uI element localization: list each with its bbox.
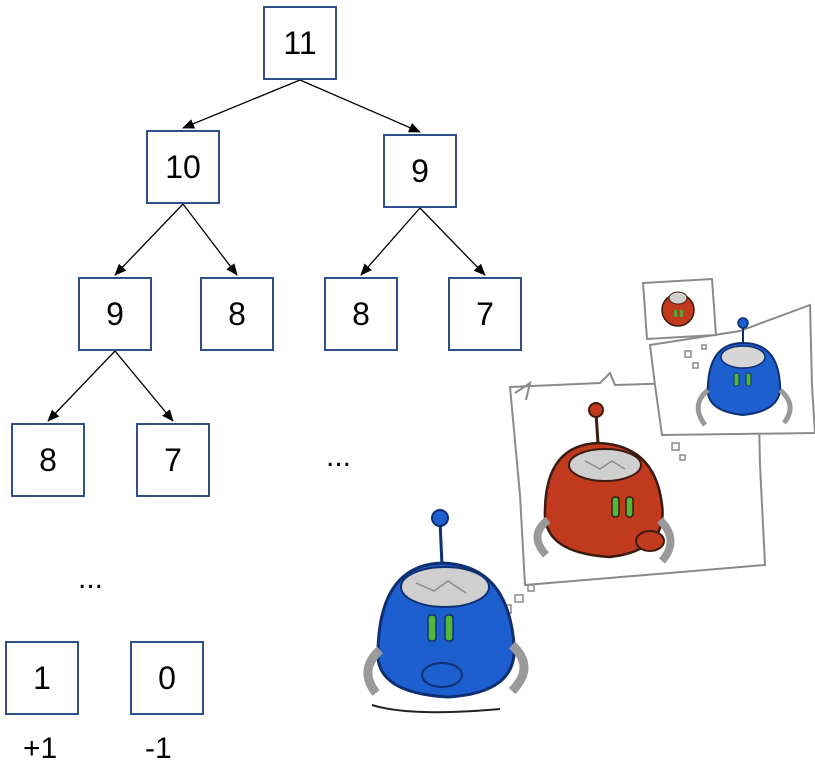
tree-node: 7 (136, 423, 210, 497)
tree-node: 9 (78, 277, 152, 351)
tree-node: 7 (448, 277, 522, 351)
ellipsis-right: ... (326, 440, 352, 473)
utility-plus-one: +1 (23, 732, 58, 765)
tree-edge (182, 203, 238, 276)
tree-edge (360, 207, 421, 276)
tree-edge (182, 79, 301, 129)
robot-blue-medium (695, 317, 793, 427)
tree-edge (47, 350, 116, 422)
tree-node: 8 (200, 277, 274, 351)
ellipsis-bottom: ... (78, 562, 104, 595)
tree-node: 8 (324, 277, 398, 351)
terminal-node: 0 (130, 641, 204, 715)
tree-edge (114, 203, 184, 276)
tree-node: 9 (383, 134, 457, 208)
robot-thinking-illustration (363, 277, 815, 714)
robot-red (533, 402, 675, 564)
tree-edge (299, 79, 421, 133)
tree-node-root: 11 (263, 6, 337, 80)
tree-node: 8 (11, 423, 85, 497)
terminal-node: 1 (5, 641, 79, 715)
utility-minus-one: -1 (145, 732, 172, 765)
robot-blue (363, 509, 529, 714)
tree-node: 10 (146, 130, 220, 204)
tree-edge (419, 207, 486, 276)
tree-edge (114, 350, 174, 422)
robot-red-tiny (661, 291, 695, 327)
